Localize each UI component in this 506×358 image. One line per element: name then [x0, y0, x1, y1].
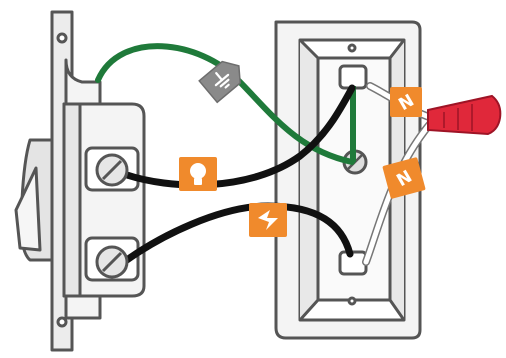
light-switch: [14, 10, 146, 352]
ground-tag: [198, 60, 241, 104]
light-bulb-icon: [190, 163, 206, 185]
wire-nut-icon: [427, 94, 502, 136]
neutral-tag-lower: N: [382, 157, 426, 199]
terminal-screws: [95, 153, 129, 279]
hot-wire-load: [120, 84, 356, 189]
ground-symbol-icon: [214, 72, 230, 89]
neutral-tag-upper: N: [390, 87, 422, 117]
light-tag: [179, 157, 217, 191]
power-tag: [249, 203, 287, 237]
lightning-bolt-icon: [258, 210, 278, 230]
